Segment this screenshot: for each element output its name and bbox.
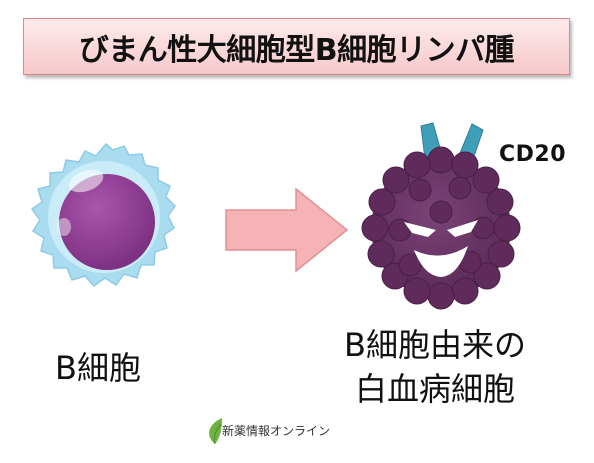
evil-eye-right xyxy=(447,220,478,237)
title-banner: びまん性大細胞型B細胞リンパ腫 xyxy=(23,18,570,75)
b-cell-label: B細胞 xyxy=(55,349,141,387)
malignant-cell-label: B細胞由来の 白血病細胞 xyxy=(320,323,550,411)
malignant-cell-label-line1: B細胞由来の xyxy=(344,326,526,364)
b-cell-highlight xyxy=(68,169,104,193)
leaf-logo xyxy=(209,418,222,445)
page-title: びまん性大細胞型B細胞リンパ腫 xyxy=(78,32,515,68)
b-cell-highlight-small xyxy=(57,218,71,236)
malignant-cell-illustration xyxy=(361,122,521,310)
malignant-cell-label-line2: 白血病細胞 xyxy=(354,370,515,408)
transformation-arrow xyxy=(225,187,349,273)
malignant-cell-bumps xyxy=(361,146,521,310)
brand-name: 新薬情報オンライン xyxy=(222,424,331,438)
footer-brand: 新薬情報オンライン xyxy=(204,422,330,439)
b-cell-nucleus xyxy=(59,174,155,270)
cd20-label: CD20 xyxy=(499,142,567,167)
evil-eye-left xyxy=(404,222,436,237)
evil-grin xyxy=(414,246,468,277)
b-cell-illustration xyxy=(30,142,176,288)
